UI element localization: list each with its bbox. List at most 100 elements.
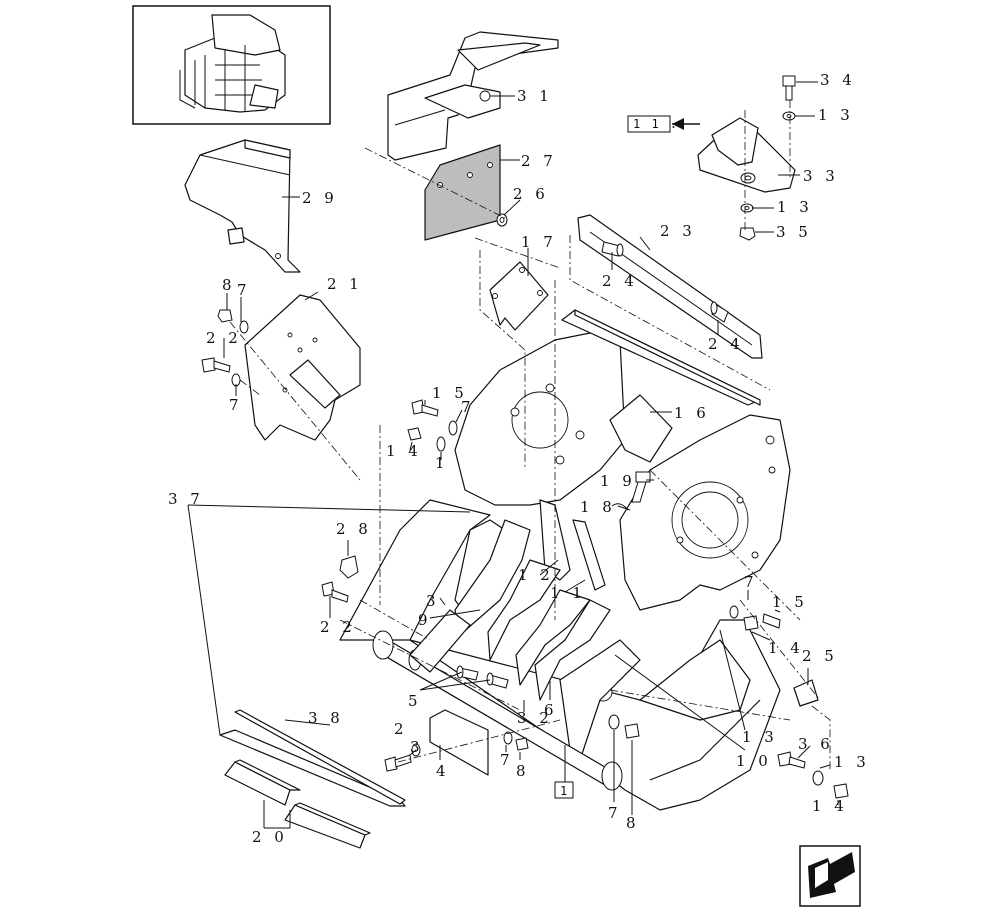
callout-24: 2 4 [602,272,638,290]
callout-13: 1 3 [742,728,778,746]
callout-14: 1 4 [386,442,422,460]
part-22-bolt-left [201,357,231,373]
part-19-bolt [631,471,651,503]
part-36-bolt [777,751,806,769]
callout-7: 7 [229,396,243,414]
callout-16: 1 6 [674,404,710,422]
callout-10: 1 0 [736,752,772,770]
callout-14: 1 4 [768,639,804,657]
part-14-nut-right [743,615,759,631]
callout-13: 1 3 [777,198,813,216]
part-26-washer [496,213,508,227]
callout-21: 2 1 [327,275,363,293]
callout-7: 7 [500,751,514,769]
callout-25: 2 5 [802,647,838,665]
part-13-washer-top [782,111,796,121]
part-8-nut-left [217,309,233,323]
part-29-guard [184,139,301,273]
part-28-clip [339,555,359,579]
part-22-bolt-lower [321,581,349,603]
part-8-nut-lower [515,737,529,751]
ref-box-11[interactable]: 1 1 . [627,115,700,133]
callout-4: 4 [436,762,450,780]
next-page-arrow-icon[interactable] [799,845,861,907]
lower-shaft [372,609,623,791]
callout-9: 9 [418,611,432,629]
part-34-bolt [782,75,796,101]
part-15-bolt [411,399,439,417]
part-25-bracket [793,679,819,707]
callout-28: 2 8 [336,520,372,538]
callout-29: 2 9 [302,189,338,207]
part-20-angle [224,759,371,849]
callout-5: 5 [408,692,422,710]
callout-33: 3 3 [803,167,839,185]
ref-box-1[interactable]: 1 [554,781,574,799]
part-24-bolt-lower [710,301,729,323]
ref-box-11-label: 1 1 . [633,117,679,131]
machine-overview-icon [132,5,331,125]
callout-20: 2 0 [252,828,288,846]
callout-23: 2 3 [660,222,696,240]
callout-26: 2 6 [513,185,549,203]
part-7-washer-bottom [608,714,620,730]
leader-lines [187,81,839,829]
part-7-washer-left-a [239,320,249,334]
callout-7: 7 [744,573,758,591]
ref-box-1-label: 1 [560,784,569,798]
part-24-bolt-upper [601,241,624,257]
callout-35: 3 5 [776,223,812,241]
part-15-bolt-right [762,613,781,629]
part-12-11-knives [454,499,641,761]
part-38-rail [219,709,406,807]
part-8-nut-bottom [624,723,640,739]
part-27-plate [424,144,501,241]
part-21-plate [244,294,361,441]
callout-8: 8 [222,276,236,294]
callout-15: 1 5 [432,384,468,402]
callout-38: 3 8 [308,709,344,727]
callout-24: 2 4 [708,335,744,353]
part-7-washer-right [729,605,739,619]
callout-3: 3 [426,592,440,610]
part-33-bracket [697,117,796,193]
part-1-washer-mid [436,436,446,452]
callout-6: 6 [544,701,558,719]
callout-8: 8 [626,814,640,832]
part-13-washer-bottom [812,770,824,786]
callout-labels: 3 1 2 7 2 6 2 9 3 4 1 3 3 3 1 3 3 5 2 3 … [168,71,870,846]
callout-36: 3 6 [798,735,834,753]
callout-7: 7 [608,804,622,822]
callout-27: 2 7 [521,152,557,170]
part-5-bolt-a [456,665,479,681]
callout-22: 2 2 [320,618,356,636]
callout-34: 3 4 [820,71,856,89]
callout-37: 3 7 [168,490,204,508]
callout-31: 3 1 [517,87,553,105]
callout-2: 2 [394,720,408,738]
callout-13: 1 3 [818,106,854,124]
callout-13: 1 3 [834,753,870,771]
part-14-nut-mid [407,427,422,441]
callout-11: 1 1 [550,584,586,602]
callout-32: 3 2 [517,709,553,727]
part-35-nut [739,227,756,241]
callout-12: 1 2 [518,566,554,584]
part-4-cover [429,709,489,776]
callout-7: 7 [237,281,251,299]
callout-8: 8 [516,762,530,780]
assembly-centerlines [229,100,831,770]
callout-1: 1 [435,454,449,472]
callout-18: 1 8 [580,498,616,516]
part-13-washer-lower [740,203,754,213]
part-7-washer-mid [448,420,458,436]
main-housing [339,309,791,811]
part-2-bolt [384,754,412,772]
part-7-washer-lower [503,731,513,745]
callout-15: 1 5 [772,593,808,611]
callout-14: 1 4 [812,797,848,815]
part-17-plate [489,261,549,331]
part-14-nut-bottom [833,783,849,799]
callout-7: 7 [461,398,475,416]
